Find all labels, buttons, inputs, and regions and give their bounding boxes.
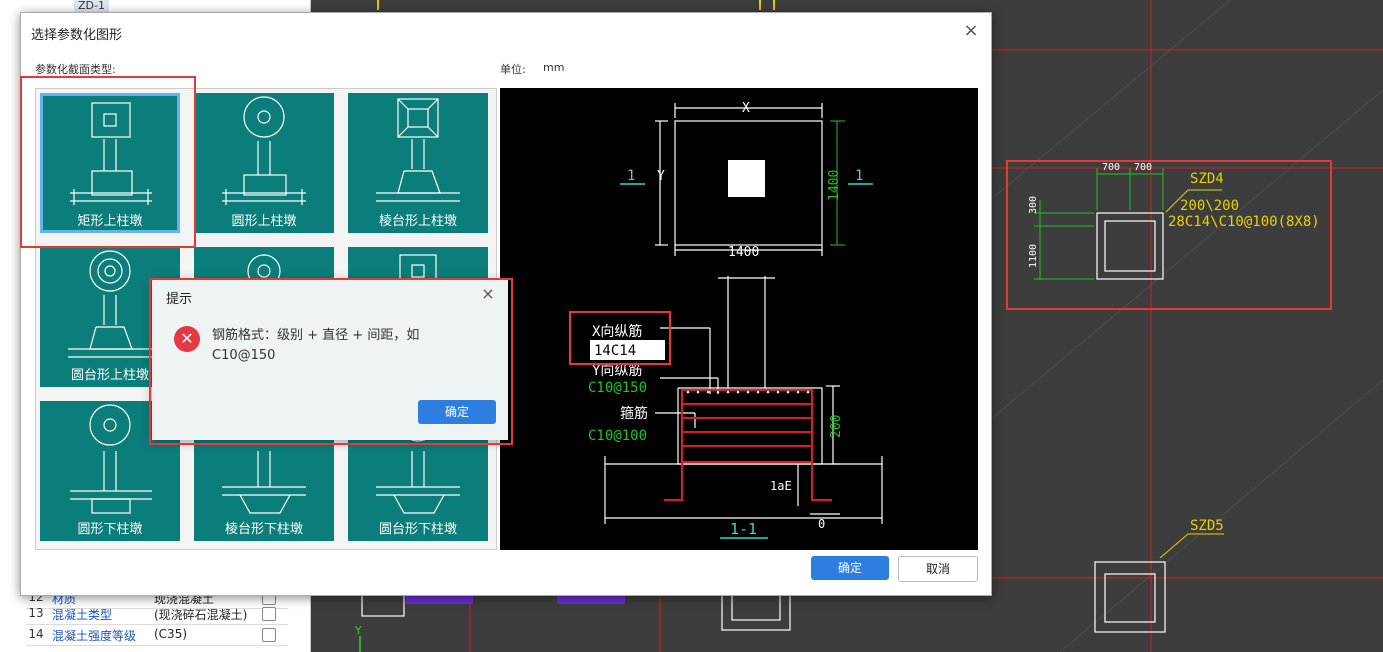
cad-label-rebar: 28C14\C10@100(8X8) xyxy=(1168,214,1320,230)
tip-message-line2: C10@150 xyxy=(212,348,276,363)
section-type-label: 参数化截面类型: xyxy=(35,63,116,76)
unit-label: 单位: xyxy=(500,63,526,76)
tile-frustum-upper-pier[interactable]: 棱台形上柱墩 xyxy=(348,93,488,233)
tile-label: 圆形上柱墩 xyxy=(231,214,297,229)
cad-dim-1100: 1100 xyxy=(1028,244,1039,268)
unit-value: mm xyxy=(543,61,565,74)
section-preview: X Y 1400 1400 1 1 xyxy=(500,88,978,550)
tile-label: 圆台形上柱墩 xyxy=(70,368,149,383)
preview-dim-1400-h: 1400 xyxy=(728,245,759,260)
property-row-name: 混凝土强度等级 xyxy=(52,629,137,643)
cad-dim-700-a: 700 xyxy=(1102,162,1120,173)
tip-title: 提示 xyxy=(166,292,193,307)
property-row-num: 14 xyxy=(28,627,44,641)
round-upper-pier-icon xyxy=(222,96,306,205)
preview-dim-x: X xyxy=(742,101,750,116)
property-row-value: (现浇碎石混凝土) xyxy=(154,608,248,622)
preview-dim-y: Y xyxy=(657,169,665,184)
property-row-num: 13 xyxy=(28,606,44,620)
cad-dim-700-b: 700 xyxy=(1134,162,1152,173)
tile-label: 棱台形下柱墩 xyxy=(224,522,303,537)
dialog-title: 选择参数化图形 xyxy=(31,28,123,43)
property-row-checkbox[interactable] xyxy=(262,607,276,621)
tip-ok-button[interactable]: 确定 xyxy=(418,400,496,424)
preview-stirrup-label: 箍筋 xyxy=(620,405,648,422)
close-icon[interactable]: × xyxy=(963,20,979,41)
preview-x-rebar-label: X向纵筋 xyxy=(592,323,642,340)
property-row-checkbox[interactable] xyxy=(262,628,276,642)
property-panel-top-label: ZD-1 xyxy=(74,0,109,12)
tile-rect-upper-pier[interactable]: 矩形上柱墩 xyxy=(40,93,180,233)
error-icon: ✕ xyxy=(174,326,200,352)
tip-message-line1: 钢筋格式：级别 + 直径 + 间距，如 xyxy=(212,328,420,343)
cad-label-szd5: SZD5 xyxy=(1190,518,1224,534)
preview-section-title: 1-1 xyxy=(730,520,757,538)
property-row[interactable]: 14 混凝土强度等级 (C35) xyxy=(26,625,288,646)
preview-y-rebar-value[interactable]: C10@150 xyxy=(588,380,647,396)
tile-label: 矩形上柱墩 xyxy=(77,214,143,229)
preview-dim-1400-v: 1400 xyxy=(827,170,842,201)
tile-label: 圆台形下柱墩 xyxy=(378,522,457,537)
preview-stirrup-value[interactable]: C10@100 xyxy=(588,428,647,444)
preview-section-mark-left: 1 xyxy=(627,168,635,184)
round-lower-pier-icon xyxy=(70,404,152,514)
cancel-button[interactable]: 取消 xyxy=(898,556,978,582)
preview-dim-lae: 1aE xyxy=(770,479,792,493)
cad-dim-300: 300 xyxy=(1028,196,1039,214)
preview-dim-0: 0 xyxy=(818,517,825,531)
preview-y-rebar-label: Y向纵筋 xyxy=(592,362,642,379)
tile-round-upper-pier[interactable]: 圆形上柱墩 xyxy=(194,93,334,233)
property-row[interactable]: 13 混凝土类型 (现浇碎石混凝土) xyxy=(26,604,288,625)
cad-label-200: 200\200 xyxy=(1180,198,1239,214)
tile-label: 圆形下柱墩 xyxy=(77,522,143,537)
tip-close-icon[interactable]: × xyxy=(481,284,495,303)
frustum-upper-pier-icon xyxy=(376,98,460,202)
preview-dim-200: 200 xyxy=(829,415,844,438)
ok-button[interactable]: 确定 xyxy=(811,556,889,580)
round-frustum-upper-pier-icon xyxy=(68,250,152,358)
property-row-name: 混凝土类型 xyxy=(52,608,113,622)
preview-section-mark-right: 1 xyxy=(855,168,863,184)
cad-label-szd4: SZD4 xyxy=(1190,171,1224,187)
property-row-value: (C35) xyxy=(154,627,188,641)
preview-x-rebar-value[interactable]: 14C14 xyxy=(594,343,636,359)
tip-dialog: 提示 × ✕ 钢筋格式：级别 + 直径 + 间距，如 C10@150 确定 xyxy=(152,280,508,440)
select-parametric-shape-dialog: 选择参数化图形 × 参数化截面类型: 单位: mm 矩形上柱墩 xyxy=(20,12,992,596)
tile-label: 棱台形上柱墩 xyxy=(378,214,457,229)
rect-upper-pier-icon xyxy=(70,102,152,205)
cad-axis-y: Y xyxy=(354,624,362,637)
